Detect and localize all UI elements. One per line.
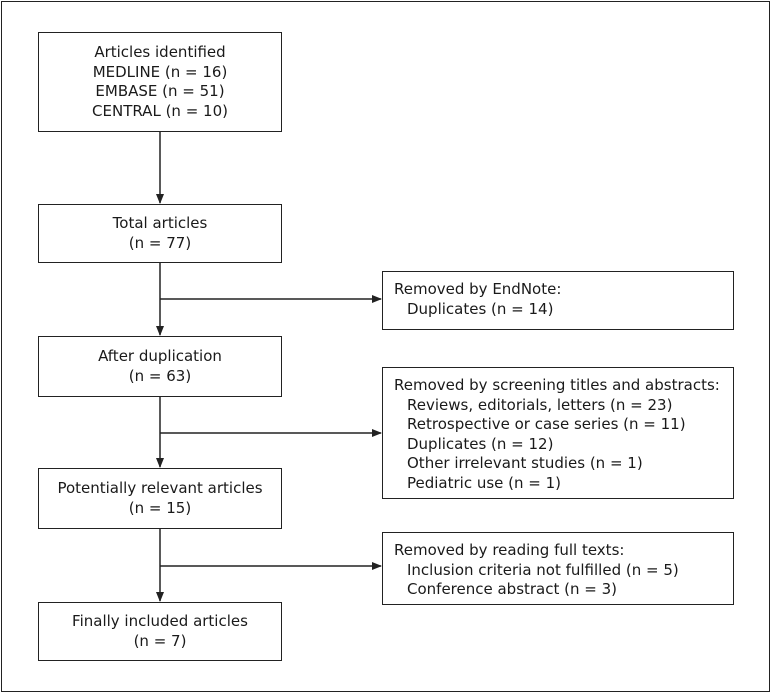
box-removed-fulltext: Removed by reading full texts: Inclusion…: [382, 532, 734, 605]
box-item: Reviews, editorials, letters (n = 23): [407, 395, 673, 414]
box-line: (n = 63): [128, 366, 192, 385]
box-line: Articles identified: [94, 43, 226, 61]
box-item: Conference abstract (n = 3): [407, 580, 618, 598]
box-removed-screening: Removed by screening titles and abstract…: [382, 367, 734, 499]
box-line: (n = 15): [128, 498, 192, 517]
box-potentially-relevant: Potentially relevant articles (n = 15): [38, 468, 282, 529]
box-item: Other irrelevant studies (n = 1): [407, 454, 643, 472]
box-line: Finally included articles: [72, 612, 248, 630]
box-heading: Removed by screening titles and abstract…: [394, 376, 720, 394]
box-removed-endnote: Removed by EndNote: Duplicates (n = 14): [382, 271, 734, 330]
box-item: Pediatric use (n = 1): [407, 473, 562, 492]
box-heading: Removed by reading full texts:: [394, 541, 625, 559]
box-total-articles: Total articles (n = 77): [38, 204, 282, 263]
box-item: Inclusion criteria not fulfilled (n = 5): [407, 560, 679, 579]
box-line: (n = 7): [133, 631, 187, 650]
box-after-duplication: After duplication (n = 63): [38, 336, 282, 397]
box-line: After duplication: [98, 347, 222, 365]
box-item: Duplicates (n = 14): [407, 299, 554, 318]
box-item: Duplicates (n = 12): [407, 434, 554, 453]
box-line: Potentially relevant articles: [57, 479, 263, 497]
box-articles-identified: Articles identified MEDLINE (n = 16) EMB…: [38, 32, 282, 132]
box-finally-included: Finally included articles (n = 7): [38, 602, 282, 661]
box-line: Total articles: [112, 214, 208, 232]
box-line: MEDLINE (n = 16): [92, 62, 228, 81]
box-item: Retrospective or case series (n = 11): [407, 415, 686, 433]
box-heading: Removed by EndNote:: [394, 280, 562, 298]
box-line: EMBASE (n = 51): [95, 82, 225, 100]
box-line: (n = 77): [128, 233, 192, 252]
box-line: CENTRAL (n = 10): [92, 101, 228, 120]
